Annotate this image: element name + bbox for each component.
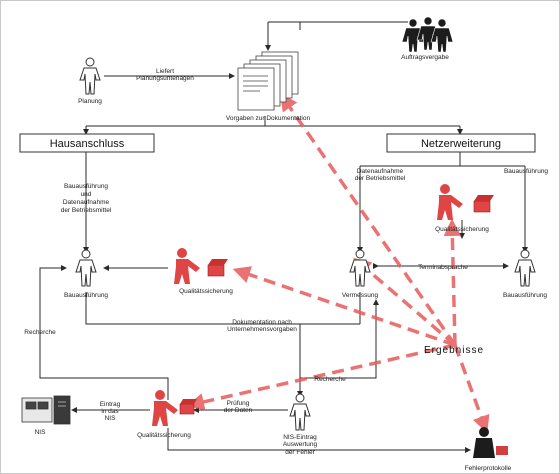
fehlerprotokolle-label: Fehlerprotokolle — [465, 465, 512, 472]
netzerweiterung-box — [386, 133, 536, 153]
recherche-mid-label: Recherche — [314, 376, 346, 383]
bauausfuehrung-left-actor-icon — [75, 249, 97, 287]
auftragsvergabe-label: Auftragsvergabe — [401, 54, 449, 61]
netzerweiterung-label: Netzerweiterung — [421, 138, 501, 150]
hausanschluss-box — [19, 133, 155, 153]
pruefung-line2: der Daten — [224, 407, 253, 414]
liefert-label: Liefert — [156, 68, 174, 75]
bau-daten-line4: der Betriebsmittel — [61, 207, 112, 214]
nis-label: NIS — [35, 429, 47, 436]
datenaufnahme-line1: Datenaufnahme — [357, 168, 404, 175]
edge-recherche-mid — [300, 299, 379, 379]
vermessung-actor-icon — [349, 249, 371, 287]
terminabsprache-label: Terminabsprache — [418, 264, 468, 271]
documents-icon — [237, 51, 299, 111]
pruefung-line1: Prüfung — [227, 400, 250, 407]
red-arrow-vermessung — [353, 257, 457, 347]
ergebnisse-label: Ergebnisse — [424, 345, 484, 356]
bau-right-label: Bauausführung — [503, 292, 547, 299]
qs-right-worker-icon — [437, 184, 494, 220]
bauausfuehrung-right-actor-icon — [514, 249, 536, 287]
hausanschluss-label: Hausanschluss — [50, 138, 125, 150]
bau-daten-line1: Bauausführung — [64, 183, 108, 190]
bauausfuehrung-edge-label: Bauausführung — [504, 168, 548, 175]
auswertung-line1: Auswertung — [283, 441, 318, 448]
red-arrow-fehler — [453, 344, 490, 434]
auftragsvergabe-team-icon — [401, 16, 454, 53]
connector-lines — [39, 21, 528, 453]
fehlerprotokolle-worker-icon — [473, 427, 508, 458]
edge-recherche-left — [39, 265, 169, 400]
nis-eintrag-actor-icon — [289, 393, 311, 431]
planung-actor-icon — [79, 57, 101, 95]
dokumentation-line1: Dokumentation nach — [232, 319, 292, 326]
planungsunterlagen-label: Planungsunterlagen — [136, 75, 194, 82]
dokumentation-line2: Unternehmensvorgaben — [227, 326, 297, 333]
bau-left-label: Bauausführung — [64, 292, 108, 299]
red-arrow-qs-middle — [232, 266, 456, 347]
auswertung-line2: der Fehler — [285, 449, 315, 456]
datenaufnahme-line2: der Betriebsmittel — [355, 175, 406, 182]
recherche-left-label: Recherche — [24, 329, 56, 336]
vermessung-label: Vermessung — [342, 292, 379, 299]
ergebnisse-arrows — [186, 93, 490, 434]
qs-right-label: Qualitätssicherung — [435, 226, 489, 233]
vorgaben-label: Vorgaben zur Dokumentation — [226, 115, 311, 122]
red-arrow-vorgaben — [280, 93, 457, 346]
edge-auswertung — [167, 428, 471, 453]
red-arrow-qs-bottom — [186, 343, 456, 411]
edge-dokumentation — [85, 292, 303, 397]
edge-auftrag-docs — [299, 21, 408, 30]
bau-daten-line3: Datenaufnahme — [63, 199, 110, 206]
qs-bottom-worker-icon — [152, 390, 197, 426]
eintrag-line3: NIS — [105, 415, 117, 422]
qs-middle-worker-icon — [174, 248, 228, 284]
nis-computer-icon — [21, 395, 71, 425]
qs-middle-label: Qualitätssicherung — [179, 288, 233, 295]
bau-daten-line2: und — [81, 191, 92, 198]
nis-eintrag-label: NIS-Eintrag — [283, 434, 317, 441]
planung-label: Planung — [78, 98, 102, 105]
eintrag-line2: in das — [101, 408, 119, 415]
red-arrow-qs-right — [443, 218, 462, 346]
eintrag-line1: Eintrag — [100, 401, 121, 408]
qs-bottom-label: Qualitätssicherung — [137, 432, 191, 439]
